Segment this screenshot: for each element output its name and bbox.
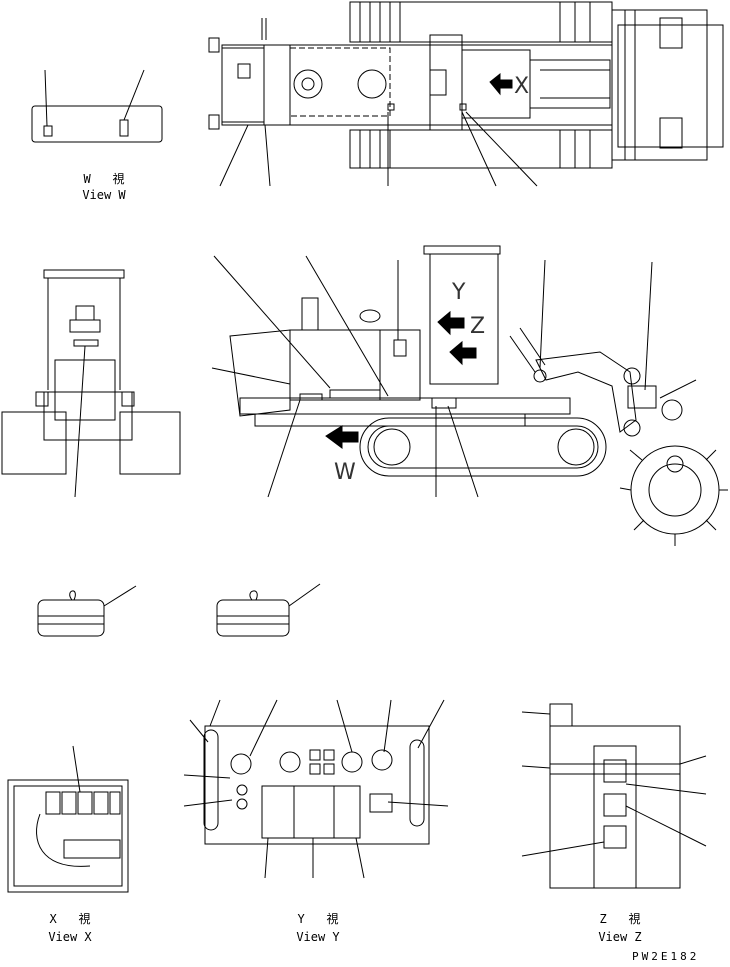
small-decals: [37, 583, 321, 637]
view-z-panel: [521, 703, 707, 889]
view-x-panel: [7, 745, 129, 893]
side-view-machine: [211, 245, 728, 546]
marker-z: Z: [470, 314, 486, 339]
drawing-number: PW2E182: [632, 950, 700, 963]
view-w-decal: [31, 69, 163, 143]
top-view-machine: [208, 1, 724, 187]
view-y-en-label: View Y: [296, 930, 340, 944]
marker-x: X: [514, 74, 530, 99]
view-z-jp-label: Z 視: [599, 912, 641, 926]
view-x-en-label: View X: [48, 930, 92, 944]
view-x-jp-label: X 視: [49, 912, 91, 926]
marker-w: W: [334, 460, 356, 485]
view-w-en-label: View W: [82, 188, 126, 202]
marker-y: Y: [452, 280, 466, 305]
view-z-en-label: View Z: [598, 930, 642, 944]
view-y-panel: [183, 699, 449, 879]
view-w-jp-label: W 視: [83, 172, 125, 186]
view-y-jp-label: Y 視: [297, 912, 339, 926]
front-view-machine: [1, 269, 181, 498]
